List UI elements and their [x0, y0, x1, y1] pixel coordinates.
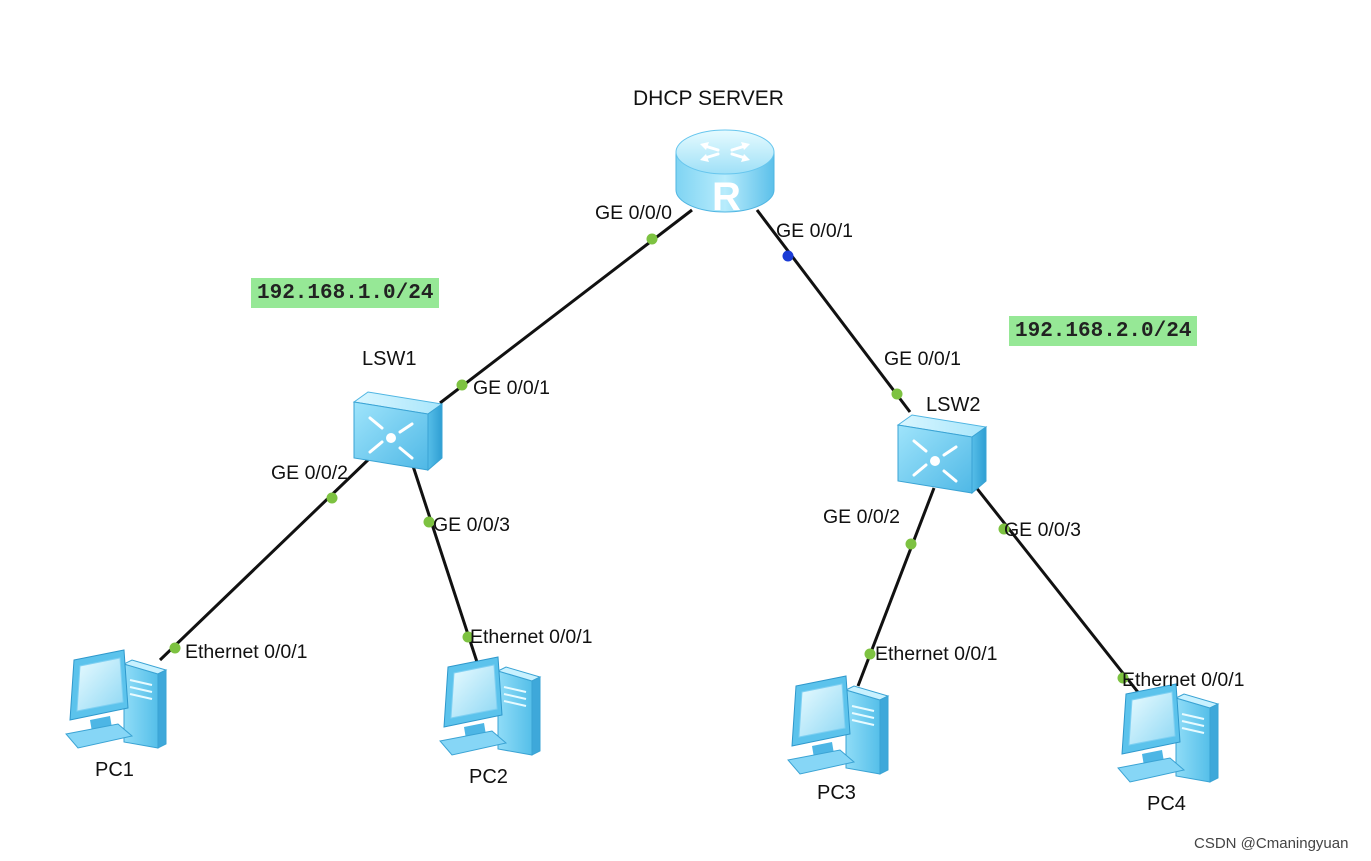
pc2-name: PC2: [469, 766, 508, 788]
pc1-port-label: Ethernet 0/0/1: [185, 641, 308, 663]
port-dots: [169, 233, 1129, 684]
link-lsw1-pc2[interactable]: [411, 465, 479, 663]
pc3-name: PC3: [817, 782, 856, 804]
port-dot-pc2-eth: [462, 631, 474, 643]
pc-icon[interactable]: [65, 649, 167, 749]
port-dot-lsw2-ge003: [998, 523, 1010, 535]
lsw2-port-ge003-label: GE 0/0/3: [1004, 519, 1081, 541]
pc3-port-label: Ethernet 0/0/1: [875, 643, 998, 665]
port-dot-router-ge000: [646, 233, 658, 245]
subnet-label-2: 192.168.2.0/24: [1009, 316, 1198, 347]
lsw1-port-ge001-label: GE 0/0/1: [473, 377, 550, 399]
lsw1-port-ge003-label: GE 0/0/3: [433, 514, 510, 536]
port-dot-lsw1-ge001: [456, 379, 468, 391]
link-lsw2-pc4[interactable]: [973, 485, 1143, 697]
switch-icon[interactable]: [896, 414, 988, 495]
pc4-name: PC4: [1147, 793, 1186, 815]
svg-text:R: R: [712, 175, 741, 219]
lsw1-port-ge002-label: GE 0/0/2: [271, 462, 348, 484]
subnet-label-1: 192.168.1.0/24: [251, 278, 440, 309]
port-dot-router-ge001: [782, 250, 794, 262]
link-lsw1-pc1[interactable]: [158, 456, 372, 662]
links: [158, 208, 1143, 697]
pc1-name: PC1: [95, 759, 134, 781]
switch-icon[interactable]: [352, 391, 444, 472]
lsw2-port-ge001-label: GE 0/0/1: [884, 348, 961, 370]
router-title: DHCP SERVER: [633, 87, 784, 110]
port-dot-lsw1-ge002: [326, 492, 338, 504]
port-dot-lsw1-ge003: [423, 516, 435, 528]
pc-icon[interactable]: [1117, 683, 1219, 783]
lsw2-port-ge002-label: GE 0/0/2: [823, 506, 900, 528]
watermark: CSDN @Cmaningyuan: [1194, 835, 1349, 852]
port-dot-pc1-eth: [169, 642, 181, 654]
router-port-ge001-label: GE 0/0/1: [776, 220, 853, 242]
pc4-port-label: Ethernet 0/0/1: [1122, 669, 1245, 691]
port-dot-lsw2-ge001: [891, 388, 903, 400]
pc2-port-label: Ethernet 0/0/1: [470, 626, 593, 648]
link-router-lsw2[interactable]: [755, 209, 912, 413]
port-dot-pc3-eth: [864, 648, 876, 660]
switch-name-lsw2: LSW2: [926, 394, 981, 416]
router-icon[interactable]: R: [675, 129, 775, 219]
port-dot-lsw2-ge002: [905, 538, 917, 550]
switch-name-lsw1: LSW1: [362, 348, 417, 370]
router-port-ge000-label: GE 0/0/0: [595, 202, 672, 224]
pc-icon[interactable]: [439, 656, 541, 756]
pc-icon[interactable]: [787, 675, 889, 775]
port-dot-pc4-eth: [1117, 672, 1129, 684]
